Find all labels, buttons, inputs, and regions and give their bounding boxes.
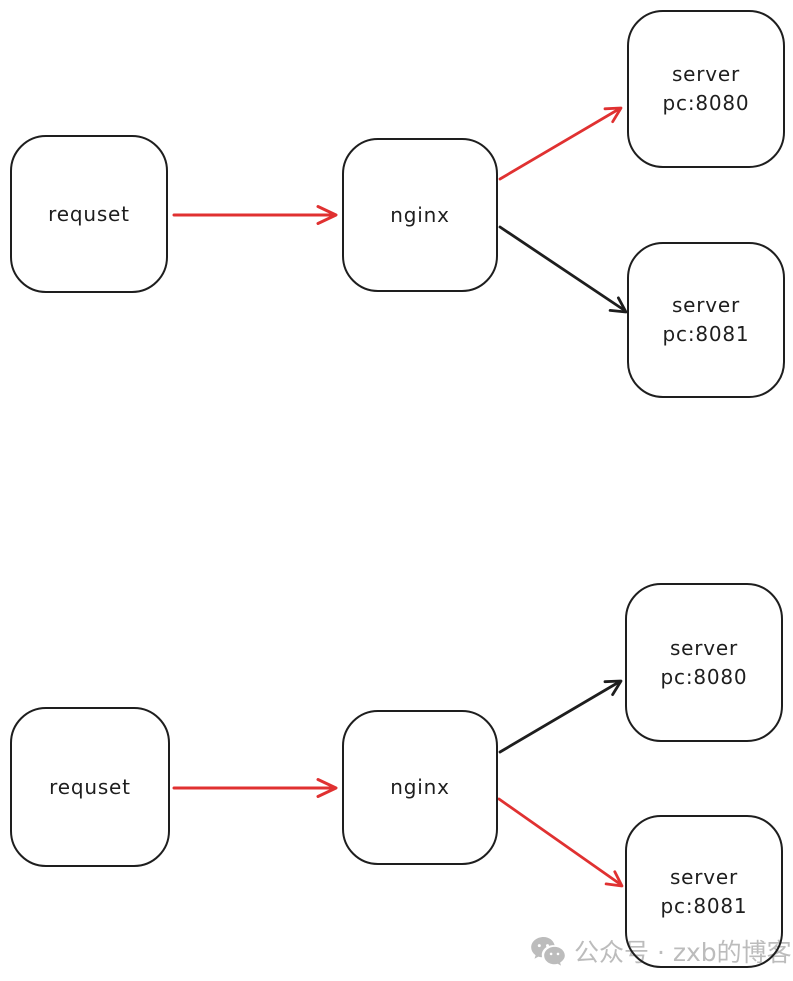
d1-server-8081-node: server pc:8081	[627, 242, 785, 398]
d1-nginx-label: nginx	[390, 202, 450, 227]
d1-nginx-node: nginx	[342, 138, 498, 292]
d1-request-node: requset	[10, 135, 168, 293]
d2-nginx-node: nginx	[342, 710, 498, 865]
d1-server-8080-node: server pc:8080	[627, 10, 785, 168]
d2-server-8080-node: server pc:8080	[625, 583, 783, 742]
d1-server-8081-line2: pc:8081	[662, 322, 750, 346]
d2-server-8080-line1: server	[669, 635, 739, 660]
d1-server-8081-line1: server	[671, 293, 741, 317]
d2-server-8081-line1: server	[669, 864, 739, 889]
arrow-d1-nginx-to-server-8081	[498, 225, 628, 314]
arrow-d2-request-to-nginx	[172, 778, 338, 798]
arrow-d2-nginx-to-server-8081	[497, 797, 624, 888]
d1-request-label: requset	[48, 201, 130, 226]
d2-request-node: requset	[10, 707, 170, 867]
d1-server-8080-line2: pc:8080	[662, 91, 750, 115]
d2-request-label: requset	[49, 774, 131, 799]
wechat-icon	[531, 936, 565, 966]
d2-nginx-label: nginx	[390, 775, 450, 799]
d2-server-8081-line2: pc:8081	[660, 893, 748, 918]
arrow-d2-nginx-to-server-8080	[498, 679, 623, 754]
arrow-d1-nginx-to-server-8080	[498, 106, 623, 181]
d2-server-8081-node: server pc:8081	[625, 815, 783, 968]
d1-server-8080-line1: server	[671, 62, 741, 86]
arrow-d1-request-to-nginx	[172, 205, 338, 225]
d2-server-8080-line2: pc:8080	[660, 664, 748, 689]
